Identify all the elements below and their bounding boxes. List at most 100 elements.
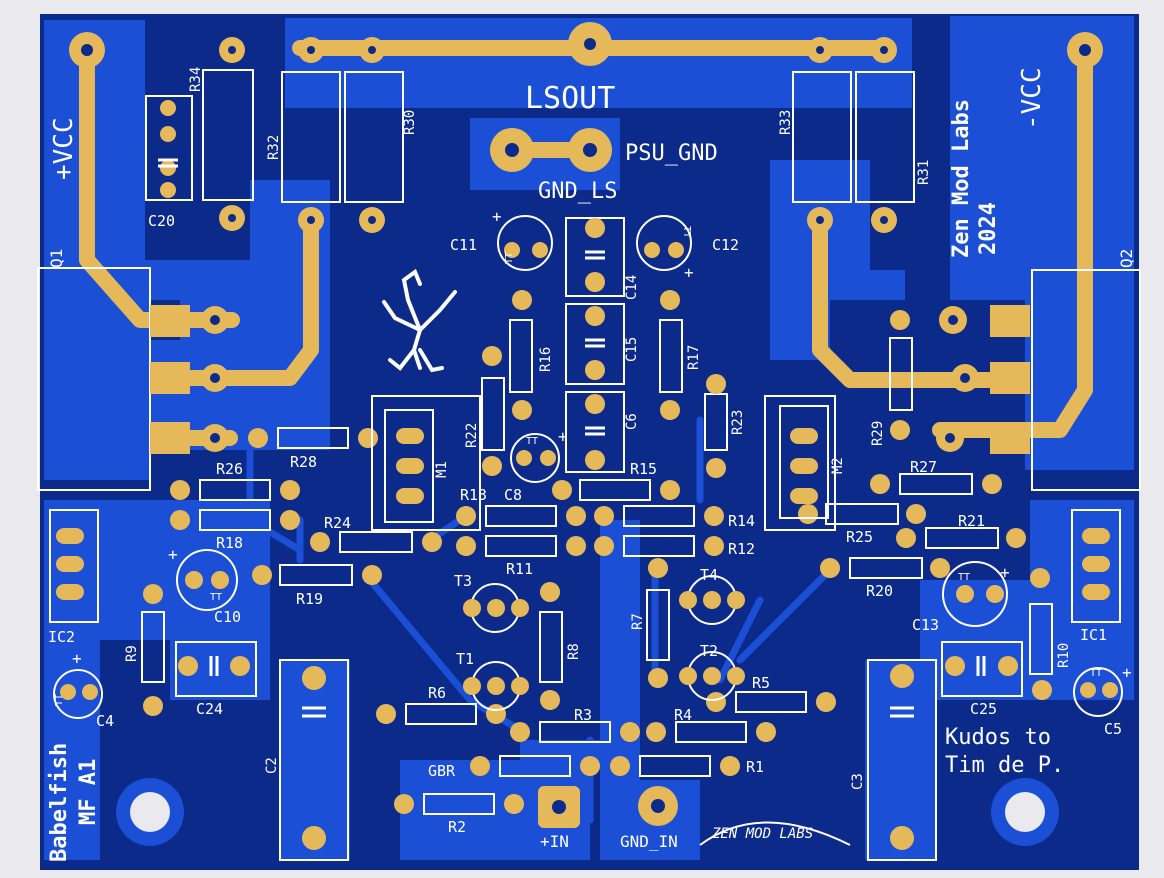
ref-r11: R11 bbox=[506, 560, 533, 578]
label-mf-a1: MF A1 bbox=[76, 759, 101, 825]
label-year: 2024 bbox=[976, 202, 1001, 255]
tt-mark-c10: TT bbox=[210, 592, 222, 603]
label-gnd-ls: GND_LS bbox=[538, 179, 617, 204]
ref-c13: C13 bbox=[912, 616, 939, 634]
polarity-plus-c11: + bbox=[492, 207, 502, 226]
ref-r24: R24 bbox=[324, 514, 351, 532]
drill-holes bbox=[81, 38, 1091, 814]
ref-r8: R8 bbox=[566, 643, 582, 660]
polarity-plus-c10: + bbox=[168, 545, 178, 564]
ref-r5: R5 bbox=[752, 674, 770, 692]
ref-c12: C12 bbox=[712, 236, 739, 254]
ref-t2: T2 bbox=[700, 642, 718, 660]
ref-t4: T4 bbox=[700, 566, 718, 584]
ref-c4: C4 bbox=[96, 712, 114, 730]
ref-r27: R27 bbox=[910, 458, 937, 476]
label-lsout: LSOUT bbox=[525, 81, 615, 116]
polarity-plus-c5: + bbox=[1122, 663, 1132, 682]
ref-c6: C6 bbox=[624, 413, 640, 430]
label-plus-in: +IN bbox=[540, 832, 569, 851]
ref-r31: R31 bbox=[916, 160, 932, 185]
tt-mark-c13: TT bbox=[958, 572, 970, 583]
ref-c8: C8 bbox=[504, 486, 522, 504]
ref-q1: Q1 bbox=[47, 249, 66, 268]
small-pads bbox=[143, 290, 1052, 814]
ref-t3: T3 bbox=[454, 572, 472, 590]
polarity-plus-c8: + bbox=[558, 427, 568, 446]
ref-m1: M1 bbox=[434, 461, 450, 478]
label-kudos-line1: Kudos to bbox=[945, 725, 1051, 750]
ref-r25: R25 bbox=[846, 528, 873, 546]
ref-c14: C14 bbox=[624, 275, 640, 300]
ref-c25: C25 bbox=[970, 700, 997, 718]
label-kudos-line2: Tim de P. bbox=[945, 753, 1064, 778]
mascot-figure bbox=[382, 268, 457, 373]
logo-text: ZEN MOD LABS bbox=[711, 826, 813, 842]
ref-r1: R1 bbox=[746, 758, 764, 776]
ref-r32: R32 bbox=[266, 135, 282, 160]
q1-pads bbox=[150, 305, 229, 454]
ref-r22: R22 bbox=[464, 423, 480, 448]
tt-mark-c12: TT bbox=[681, 226, 692, 238]
transistor-q2 bbox=[1031, 269, 1141, 491]
ref-c20: C20 bbox=[148, 212, 175, 230]
ref-r2: R2 bbox=[448, 818, 466, 836]
small-resistors bbox=[141, 319, 1053, 815]
ref-r23: R23 bbox=[730, 410, 746, 435]
ref-r34: R34 bbox=[188, 67, 204, 92]
label-zen-mod-labs: Zen Mod Labs bbox=[949, 99, 974, 258]
ref-r18: R18 bbox=[216, 534, 243, 552]
polarity-plus-c13: + bbox=[1000, 563, 1010, 582]
label-babelfish: Babelfish bbox=[47, 743, 72, 862]
ref-m2: M2 bbox=[830, 457, 846, 474]
cap-pads bbox=[60, 242, 1118, 700]
ref-r29: R29 bbox=[870, 421, 886, 446]
ref-ic2: IC2 bbox=[48, 628, 75, 646]
label-plus-vcc: +VCC bbox=[49, 117, 79, 180]
ref-r16: R16 bbox=[538, 347, 554, 372]
ref-r7: R7 bbox=[630, 613, 646, 630]
ref-r33: R33 bbox=[778, 110, 794, 135]
polarity-plus-c4: + bbox=[72, 649, 82, 668]
ref-r15: R15 bbox=[630, 460, 657, 478]
ref-c15: C15 bbox=[624, 337, 640, 362]
label-psu-gnd: PSU_GND bbox=[625, 141, 718, 166]
ref-r4: R4 bbox=[674, 706, 692, 724]
ref-r12: R12 bbox=[728, 540, 755, 558]
cap-symbols bbox=[158, 158, 986, 718]
ref-r10: R10 bbox=[1056, 643, 1072, 668]
ref-r21: R21 bbox=[958, 512, 985, 530]
film-cap-pads bbox=[178, 218, 1018, 850]
tt-mark-c8: TT bbox=[526, 436, 538, 447]
mounting-holes bbox=[116, 778, 1059, 846]
to92-pads bbox=[463, 591, 745, 695]
ref-c10: C10 bbox=[214, 608, 241, 626]
label-gbr: GBR bbox=[428, 762, 456, 780]
ref-r14: R14 bbox=[728, 512, 755, 530]
tt-mark-c11: TT bbox=[504, 252, 515, 264]
ref-c5: C5 bbox=[1104, 720, 1122, 738]
ref-r30: R30 bbox=[402, 110, 418, 135]
label-gnd-in: GND_IN bbox=[620, 832, 678, 851]
ref-r20: R20 bbox=[866, 582, 893, 600]
tt-mark-c5: TT bbox=[1090, 668, 1102, 679]
ref-r3: R3 bbox=[574, 706, 592, 724]
ref-t1: T1 bbox=[456, 650, 474, 668]
ref-c2: C2 bbox=[264, 757, 280, 774]
ref-r9: R9 bbox=[124, 645, 140, 662]
ref-c24: C24 bbox=[196, 700, 223, 718]
zen-mod-labs-logo: ZEN MOD LABS bbox=[699, 821, 851, 846]
ref-r6: R6 bbox=[428, 684, 446, 702]
polarity-plus-c12: + bbox=[684, 263, 694, 282]
ref-r13: R13 bbox=[460, 486, 487, 504]
tt-mark-c4: TT bbox=[54, 694, 65, 706]
film-caps bbox=[175, 217, 1023, 861]
ref-ic1: IC1 bbox=[1080, 626, 1107, 644]
ref-r28: R28 bbox=[290, 453, 317, 471]
ref-c11: C11 bbox=[450, 236, 477, 254]
ic-outlines bbox=[49, 395, 1121, 623]
ref-r19: R19 bbox=[296, 590, 323, 608]
electrolytic-caps bbox=[53, 215, 1123, 719]
ref-c3: C3 bbox=[850, 773, 866, 790]
